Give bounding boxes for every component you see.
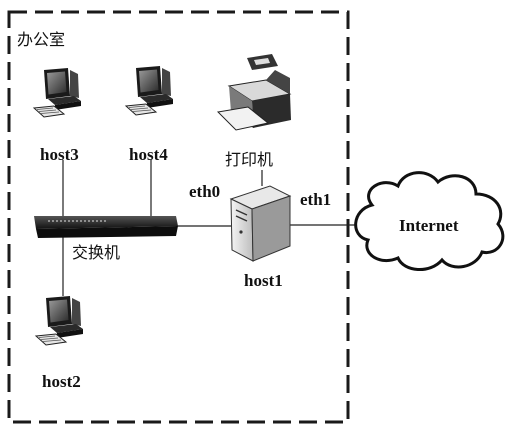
printer: 打印机 [216,54,292,169]
office-zone-label: 办公室 [17,30,65,49]
printer-label: 打印机 [225,150,273,169]
internet-label: Internet [399,216,459,235]
switch: 交换机 [34,216,178,262]
host4: host4 [125,65,174,164]
server-tower-icon [229,185,292,262]
desktop-computer-icon [33,67,82,118]
cloud-icon [354,171,505,271]
host2: host2 [35,295,84,391]
internet: Internet [354,171,505,271]
host3-label: host3 [40,145,79,164]
printer-icon [216,54,292,131]
host1: host1 [229,185,292,290]
host1-label: host1 [244,271,283,290]
eth0-label: eth0 [189,182,220,201]
host3: host3 [33,67,82,164]
host4-label: host4 [129,145,168,164]
connections [62,160,362,296]
desktop-computer-icon [125,65,174,116]
host2-label: host2 [42,372,81,391]
office-zone-boundary [7,10,350,424]
network-switch-icon [34,216,178,238]
desktop-computer-icon [35,295,84,346]
switch-label: 交换机 [72,243,120,262]
eth1-label: eth1 [300,190,331,209]
